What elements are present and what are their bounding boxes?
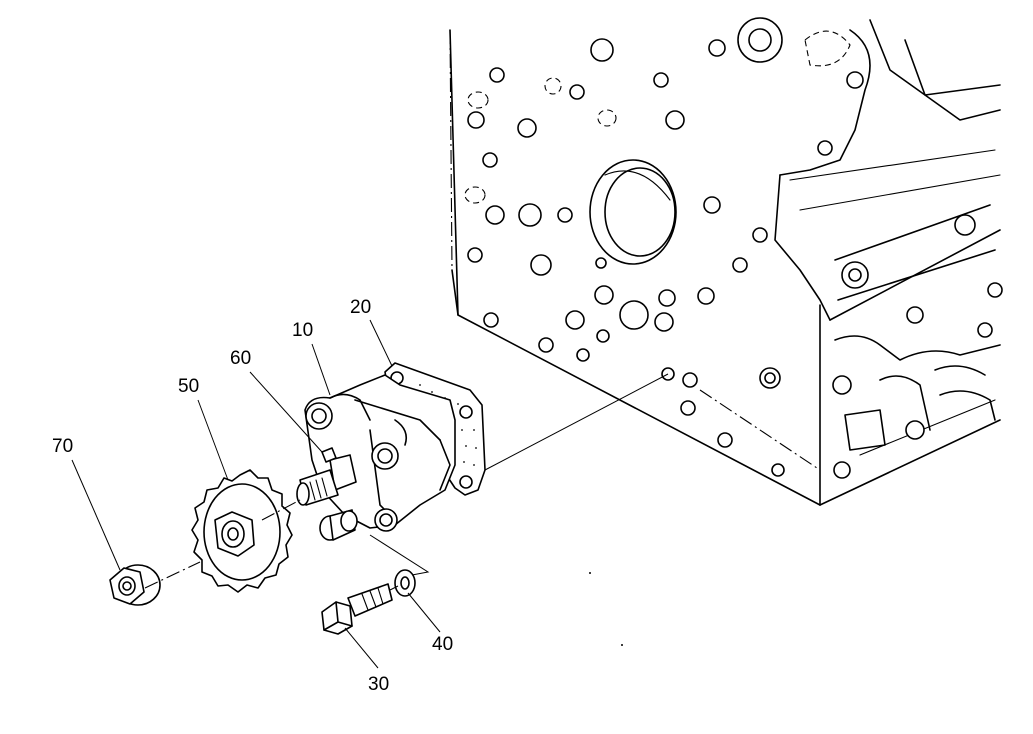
lock-washer xyxy=(394,569,416,597)
callout-20: 20 xyxy=(350,297,371,318)
flange-nut xyxy=(109,564,161,606)
assembly-lines xyxy=(144,373,669,591)
callout-40: 40 xyxy=(432,634,453,655)
callout-50: 50 xyxy=(178,376,199,397)
callout-labels: 70 50 60 10 20 40 30 xyxy=(52,297,453,695)
engine-block xyxy=(449,17,1003,506)
callout-10: 10 xyxy=(292,320,313,341)
callout-30: 30 xyxy=(368,674,389,695)
drive-gear xyxy=(191,469,293,593)
callout-60: 60 xyxy=(230,348,251,369)
bolt xyxy=(321,583,393,635)
block-bolt-holes xyxy=(467,38,785,477)
callout-70: 70 xyxy=(52,436,73,457)
pump-body xyxy=(296,374,456,541)
